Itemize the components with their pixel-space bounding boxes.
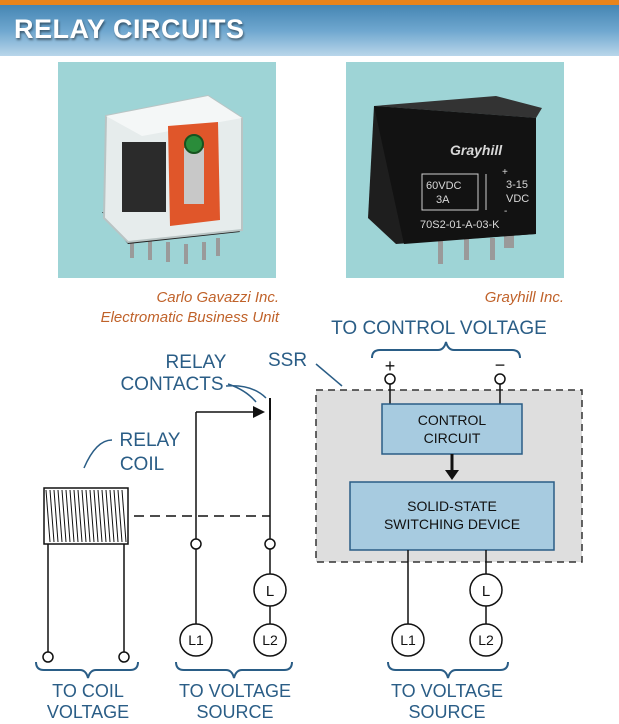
coil-terminal-left (42, 651, 54, 663)
right-photo-credit: Grayhill Inc. (380, 288, 564, 308)
ssr-l1-terminal (391, 623, 425, 657)
relay-coil-winding (43, 487, 129, 545)
switching-line2: SWITCHING DEVICE (384, 516, 520, 532)
relay-l1-terminal (179, 623, 213, 657)
relay-contacts-line1: RELAY (166, 352, 227, 373)
control-voltage-label: TO CONTROL VOLTAGE (331, 318, 547, 339)
control-range-marking: 3-15 (506, 179, 528, 191)
relay-l1-label: L1 (188, 632, 204, 648)
rating-current-marking: 3A (436, 194, 450, 206)
ssr-load-label: L (482, 583, 490, 600)
coil-voltage-line1: TO COIL (52, 681, 124, 701)
control-voltage-brace (371, 341, 521, 359)
switching-device-block (349, 481, 555, 551)
page-title: RELAY CIRCUITS (14, 14, 245, 44)
control-minus-marking: - (504, 206, 507, 217)
control-circuit-block (381, 403, 523, 455)
rating-voltage-marking: 60VDC (426, 180, 462, 192)
control-plus-marking: + (502, 167, 508, 178)
ssr-l1-label: L1 (400, 632, 416, 648)
ssr-source-line1: TO VOLTAGE (391, 681, 503, 701)
relay-l2-terminal (253, 623, 287, 657)
relay-source-line1: TO VOLTAGE (179, 681, 291, 701)
ssr-label: SSR (268, 350, 307, 371)
ssr-leader (315, 363, 343, 387)
relay-source-line2: SOURCE (196, 702, 273, 722)
left-photo-credit: Carlo Gavazzi Inc. Electromatic Business… (60, 288, 279, 328)
brand-marking: Grayhill (450, 142, 503, 158)
coil-terminal-right (118, 651, 130, 663)
relay-coil-line1: RELAY (120, 430, 181, 451)
ssr-source-brace (387, 661, 509, 679)
right-credit-line1: Grayhill Inc. (484, 289, 564, 306)
header-banner: RELAY CIRCUITS (0, 0, 619, 56)
control-circuit-line1: CONTROL (418, 412, 487, 428)
relay-photo (58, 62, 276, 278)
relay-coil-line2: COIL (120, 454, 164, 475)
left-credit-line2: Electromatic Business Unit (100, 309, 279, 326)
ssr-l2-terminal (469, 623, 503, 657)
control-circuit-line2: CIRCUIT (424, 430, 481, 446)
relay-contacts-line2: CONTACTS (120, 374, 223, 395)
ssr-illustration: Grayhill 60VDC 3A + 3-15 VDC - 70S2-01-A… (368, 96, 542, 264)
switching-line1: SOLID-STATE (407, 498, 497, 514)
relay-source-brace (175, 661, 293, 679)
part-number-marking: 70S2-01-A-03-K (420, 219, 500, 231)
relay-l2-label: L2 (262, 632, 278, 648)
ssr-photo: Grayhill 60VDC 3A + 3-15 VDC - 70S2-01-A… (346, 62, 564, 278)
ssr-source-line2: SOURCE (408, 702, 485, 722)
relay-load-label: L (266, 583, 274, 600)
coil-voltage-line2: VOLTAGE (47, 702, 129, 722)
header-accent-stripe (0, 0, 619, 5)
coil-voltage-brace (35, 661, 139, 679)
control-vdc-marking: VDC (506, 193, 529, 205)
left-credit-line1: Carlo Gavazzi Inc. (156, 289, 279, 306)
ssr-l2-label: L2 (478, 632, 494, 648)
relay-illustration (102, 94, 243, 264)
plus-label: + (385, 356, 396, 376)
minus-label: − (495, 355, 506, 375)
relay-coil-leader (83, 439, 113, 469)
